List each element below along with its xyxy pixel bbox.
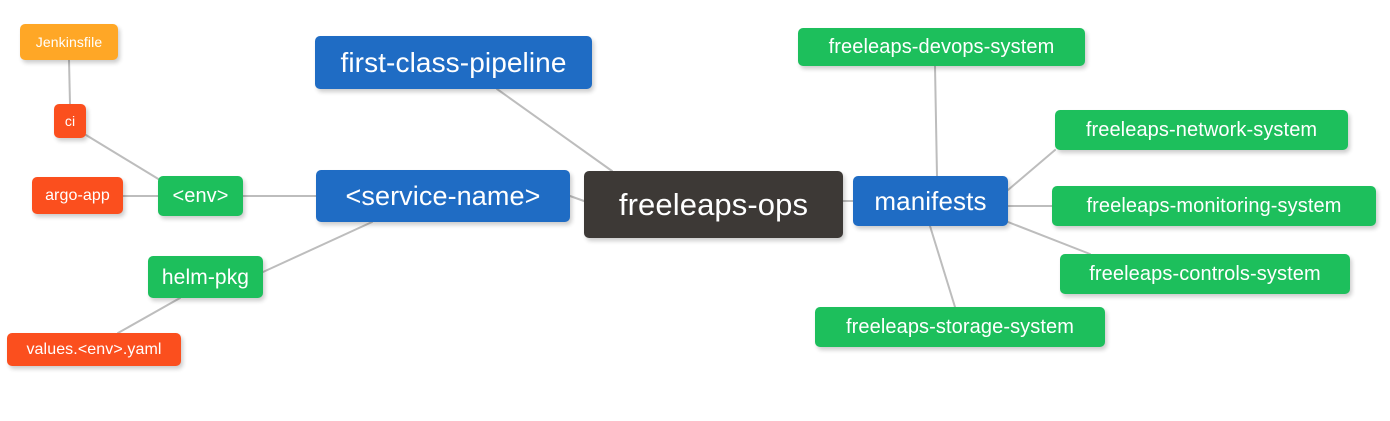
node-label-env: <env> — [172, 185, 229, 207]
edge-helm-pkg-to-values-env-yaml — [117, 297, 181, 334]
edge-service-name-to-freeleaps-ops — [569, 195, 585, 202]
node-label-argo-app: argo-app — [45, 186, 110, 204]
node-label-helm-pkg: helm-pkg — [161, 265, 250, 289]
node-service-name[interactable]: <service-name> — [316, 170, 570, 222]
node-helm-pkg[interactable]: helm-pkg — [148, 256, 263, 298]
edge-manifests-to-freeleaps-devops-system — [934, 65, 938, 177]
node-freeleaps-ops[interactable]: freeleaps-ops — [584, 171, 843, 238]
node-env[interactable]: <env> — [158, 176, 243, 216]
node-freeleaps-network-system[interactable]: freeleaps-network-system — [1055, 110, 1348, 150]
edge-manifests-to-freeleaps-network-system — [1007, 149, 1056, 191]
node-ci[interactable]: ci — [54, 104, 86, 138]
node-label-service-name: <service-name> — [345, 180, 541, 211]
edge-service-name-to-helm-pkg — [262, 221, 373, 273]
node-jenkinsfile[interactable]: Jenkinsfile — [20, 24, 118, 60]
node-label-manifests: manifests — [874, 186, 987, 216]
node-label-freeleaps-controls-system: freeleaps-controls-system — [1089, 263, 1321, 285]
node-argo-app[interactable]: argo-app — [32, 177, 123, 214]
node-values-env-yaml[interactable]: values.<env>.yaml — [7, 333, 181, 366]
edge-manifests-to-freeleaps-controls-system — [1007, 221, 1091, 255]
node-label-freeleaps-storage-system: freeleaps-storage-system — [845, 316, 1075, 338]
edge-jenkinsfile-to-ci — [68, 59, 71, 105]
node-manifests[interactable]: manifests — [853, 176, 1008, 226]
edge-manifests-to-freeleaps-storage-system — [929, 225, 956, 308]
node-label-first-class-pipeline: first-class-pipeline — [340, 46, 567, 78]
node-label-freeleaps-devops-system: freeleaps-devops-system — [828, 36, 1055, 58]
node-freeleaps-controls-system[interactable]: freeleaps-controls-system — [1060, 254, 1350, 294]
node-label-freeleaps-ops: freeleaps-ops — [618, 187, 809, 222]
node-label-ci: ci — [64, 113, 76, 129]
node-label-jenkinsfile: Jenkinsfile — [35, 34, 103, 50]
node-freeleaps-devops-system[interactable]: freeleaps-devops-system — [798, 28, 1085, 66]
node-freeleaps-storage-system[interactable]: freeleaps-storage-system — [815, 307, 1105, 347]
edge-ci-to-env — [85, 134, 161, 181]
node-label-values-env-yaml: values.<env>.yaml — [26, 340, 162, 358]
node-freeleaps-monitoring-system[interactable]: freeleaps-monitoring-system — [1052, 186, 1376, 226]
node-label-freeleaps-network-system: freeleaps-network-system — [1085, 119, 1318, 141]
node-label-freeleaps-monitoring-system: freeleaps-monitoring-system — [1086, 195, 1342, 217]
edge-first-class-pipeline-to-freeleaps-ops — [496, 88, 613, 172]
node-first-class-pipeline[interactable]: first-class-pipeline — [315, 36, 592, 89]
